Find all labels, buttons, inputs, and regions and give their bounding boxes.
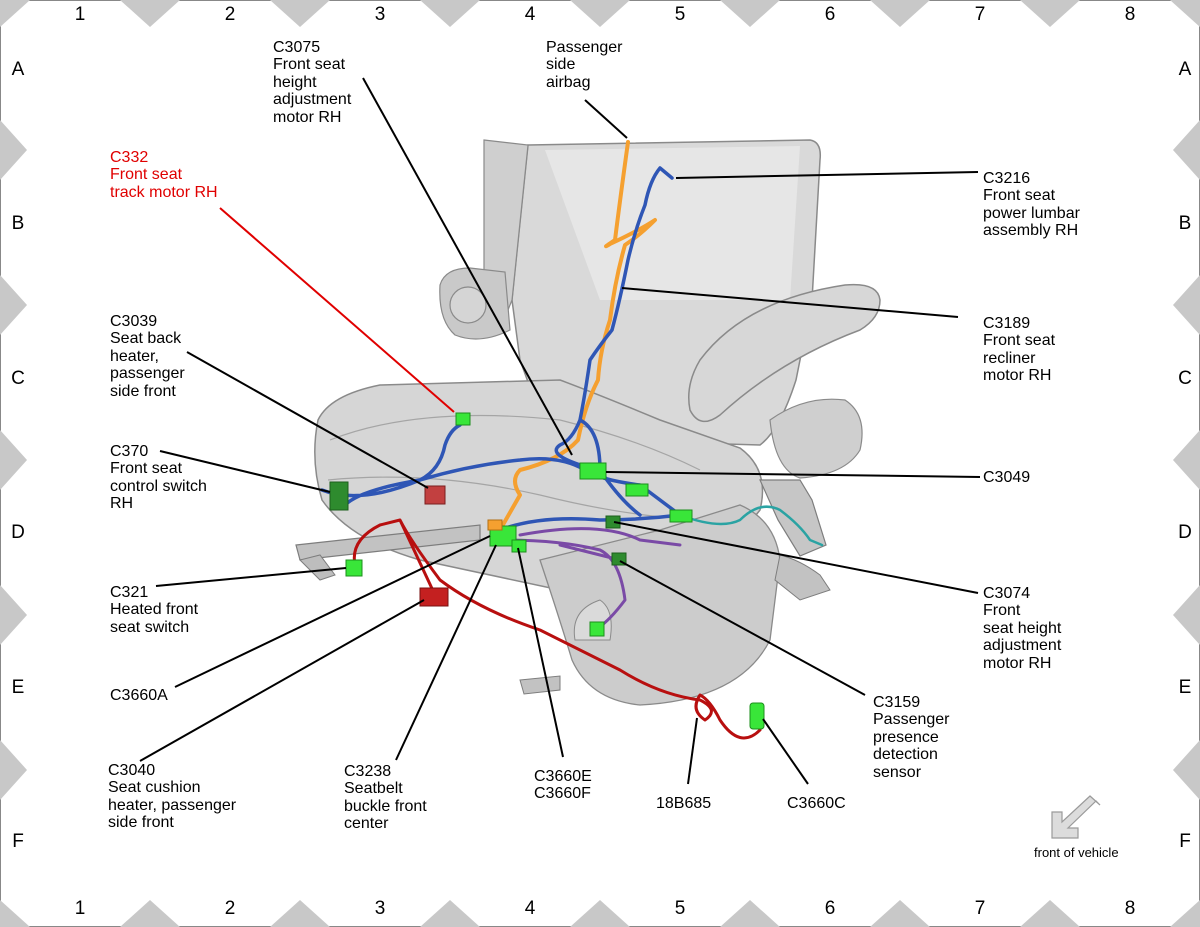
harness-red [352,518,762,740]
connector-c370 [329,481,349,511]
front-of-vehicle-arrow-icon [1051,795,1101,839]
leader-lines [139,77,981,785]
label-18b685: 18B685 [656,795,712,812]
grid-col-top-8: 8 [1124,4,1136,25]
grid-col-bottom-1: 1 [74,898,86,919]
label-c3039: C3039 Seat back heater, passenger side f… [110,313,185,400]
label-passenger-airbag: Passenger side airbag [546,39,623,91]
seat-illustration [295,139,881,706]
connector-c332 [455,412,471,426]
label-c3049: C3049 [983,469,1031,486]
label-c3159: C3159 Passenger presence detection senso… [873,694,950,781]
leader-18b685 [687,717,698,785]
grid-row-right-b: B [1178,213,1192,234]
leader-c3159 [619,560,866,696]
grid-row-right-f: F [1179,831,1191,852]
leader-c3039 [186,351,429,489]
leader-c3075 [362,77,573,456]
label-c332: C332 Front seat track motor RH [110,149,218,201]
label-c3074: C3074 Front seat height adjustment motor… [983,585,1062,672]
grid-col-bottom-5: 5 [674,898,686,919]
grid-col-bottom-8: 8 [1124,898,1136,919]
grid-col-bottom-2: 2 [224,898,236,919]
connector-c3660c [749,702,765,730]
left-border-markers [0,120,27,800]
top-border-markers [0,0,1200,27]
armrest [688,283,881,423]
leader-c332 [219,207,455,413]
bottom-border-markers [0,900,1200,927]
label-c3075: C3075 Front seat height adjustment motor… [273,39,352,126]
connector-c321 [345,559,363,577]
leader-c3074 [613,521,979,594]
grid-row-right-d: D [1178,522,1192,543]
front-of-vehicle-label: front of vehicle [1034,845,1119,860]
grid-col-bottom-4: 4 [524,898,536,919]
connector-c3039 [424,485,446,505]
label-c370: C370 Front seat control switch RH [110,443,207,513]
connector-c3074 [605,515,621,529]
grid-col-top-4: 4 [524,4,536,25]
grid-col-bottom-7: 7 [974,898,986,919]
grid-row-left-b: B [11,213,25,234]
grid-row-left-f: F [12,831,24,852]
grid-row-right-c: C [1178,368,1192,389]
leader-c3189 [621,287,959,318]
grid-row-right-e: E [1178,677,1192,698]
connector-teal-green [669,509,693,523]
harness-blue [320,166,682,532]
connector-right-green [625,483,649,497]
grid-col-top-2: 2 [224,4,236,25]
leader-c3049 [605,471,981,478]
grid-col-bottom-6: 6 [824,898,836,919]
grid-row-left-c: C [11,368,25,389]
leader-airbag [584,99,628,139]
label-c3660a: C3660A [110,687,168,704]
connector-c3040 [419,587,449,607]
label-c3660ef: C3660E C3660F [534,768,592,803]
leader-c3660a [174,535,491,688]
label-c3189: C3189 Front seat recliner motor RH [983,315,1056,385]
grid-col-top-5: 5 [674,4,686,25]
label-c3660c: C3660C [787,795,846,812]
leader-c370 [159,450,331,493]
harness-teal [678,505,824,547]
grid-row-left-e: E [11,677,25,698]
grid-col-top-3: 3 [374,4,386,25]
leader-c3660ef [517,547,564,758]
grid-col-top-7: 7 [974,4,986,25]
grid-col-top-6: 6 [824,4,836,25]
connector-c3049 [579,462,607,480]
leader-c3660c [762,718,809,785]
leader-c3216 [675,171,979,179]
label-c3216: C3216 Front seat power lumbar assembly R… [983,170,1080,240]
leader-c3040 [139,599,425,762]
connector-lower-purple [589,621,605,637]
grid-row-right-a: A [1178,59,1192,80]
grid-row-left-d: D [11,522,25,543]
grid-row-left-a: A [11,59,25,80]
seat-track-right [759,479,827,557]
grid-col-top-1: 1 [74,4,86,25]
right-border-markers [1173,120,1200,800]
connector-c3238 [487,519,503,531]
label-c3238: C3238 Seatbelt buckle front center [344,763,427,833]
grid-col-bottom-3: 3 [374,898,386,919]
label-c3040: C3040 Seat cushion heater, passenger sid… [108,762,237,832]
leader-c3238 [395,544,497,761]
connectors [329,412,765,730]
label-c321: C321 Heated front seat switch [110,584,199,636]
leader-c321 [155,567,347,587]
